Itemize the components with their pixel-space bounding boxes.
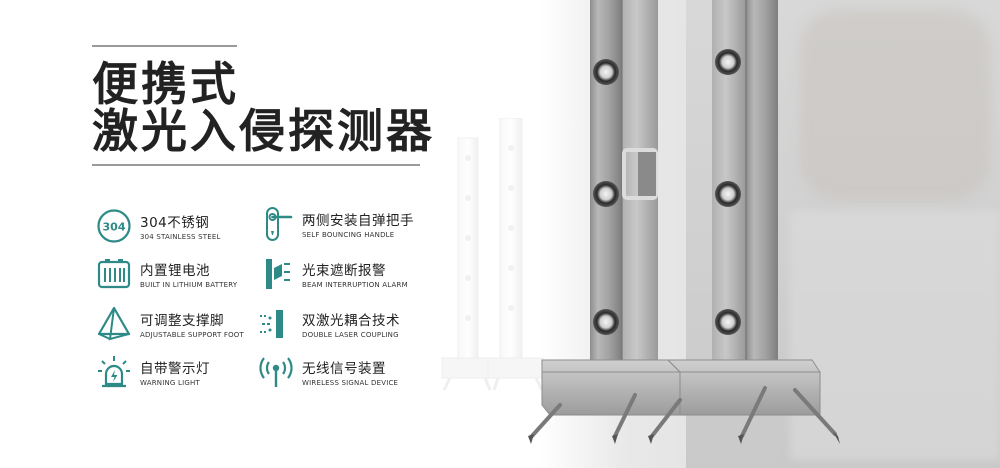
- door-handle-icon: [258, 206, 294, 242]
- title-line-2: 激光入侵探测器: [92, 104, 435, 158]
- feature-title: 自带警示灯: [140, 361, 210, 377]
- feature-subtitle: SELF BOUNCING HANDLE: [302, 231, 395, 239]
- warning-light-icon: [96, 354, 132, 390]
- title-rule-bottom: [92, 164, 420, 166]
- laser-detector-product-image: [528, 0, 840, 444]
- feature-item: 304 304不锈钢 304 STAINLESS STEEL: [96, 208, 266, 252]
- feature-item: 两侧安装自弹把手 SELF BOUNCING HANDLE: [258, 206, 428, 250]
- svg-text:304: 304: [103, 221, 126, 234]
- battery-icon: [96, 256, 132, 292]
- feature-title: 无线信号装置: [302, 361, 386, 377]
- feature-subtitle: BUILT IN LITHIUM BATTERY: [140, 281, 238, 289]
- feature-item: 双激光耦合技术 DOUBLE LASER COUPLING: [258, 306, 428, 350]
- title-line-1: 便携式: [92, 57, 239, 111]
- blurred-background-object: [790, 210, 1000, 460]
- blurred-background-object: [800, 10, 990, 200]
- feature-subtitle: 304 STAINLESS STEEL: [140, 233, 221, 241]
- pyramid-icon: [96, 306, 132, 342]
- feature-title: 两侧安装自弹把手: [302, 213, 414, 229]
- feature-item: 内置锂电池 BUILT IN LITHIUM BATTERY: [96, 256, 266, 300]
- feature-item: 自带警示灯 WARNING LIGHT: [96, 354, 266, 398]
- feature-item: 无线信号装置 WIRELESS SIGNAL DEVICE: [258, 354, 428, 398]
- faded-detector-posts-image: [441, 118, 544, 391]
- laser-icon: [258, 306, 294, 342]
- feature-subtitle: ADJUSTABLE SUPPORT FOOT: [140, 331, 244, 339]
- 304-badge-icon: 304: [96, 208, 132, 244]
- feature-title: 双激光耦合技术: [302, 313, 400, 329]
- feature-title: 可调整支撑脚: [140, 313, 224, 329]
- wireless-icon: [258, 354, 294, 390]
- feature-title: 304不锈钢: [140, 215, 210, 231]
- feature-subtitle: WARNING LIGHT: [140, 379, 200, 387]
- feature-subtitle: BEAM INTERRUPTION ALARM: [302, 281, 408, 289]
- feature-subtitle: DOUBLE LASER COUPLING: [302, 331, 399, 339]
- feature-title: 光束遮断报警: [302, 263, 386, 279]
- beam-block-icon: [258, 256, 294, 292]
- title-rule-top: [92, 45, 237, 47]
- feature-item: 光束遮断报警 BEAM INTERRUPTION ALARM: [258, 256, 428, 300]
- feature-item: 可调整支撑脚 ADJUSTABLE SUPPORT FOOT: [96, 306, 266, 350]
- feature-subtitle: WIRELESS SIGNAL DEVICE: [302, 379, 399, 387]
- feature-title: 内置锂电池: [140, 263, 210, 279]
